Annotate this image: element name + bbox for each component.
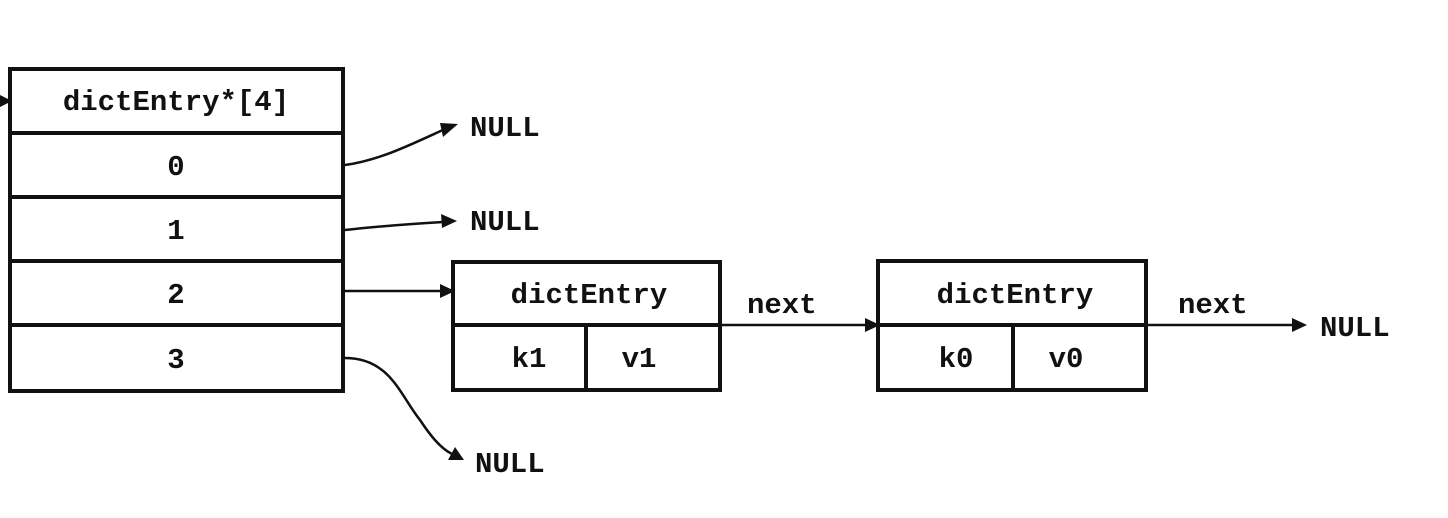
table-array: dictEntry*[4] 0 1 2 3 bbox=[8, 67, 345, 393]
next-label-entry-2: next bbox=[1178, 289, 1248, 322]
next-arrow-entry-2 bbox=[1148, 318, 1307, 332]
table-slot-3-label: 3 bbox=[167, 344, 184, 377]
table-slot-1-label: 1 bbox=[167, 215, 184, 248]
dict-entry-1: dictEntry k1 v1 bbox=[451, 260, 722, 392]
dict-entry-2-value-cell bbox=[1011, 323, 1148, 392]
incoming-pointer-arrow bbox=[0, 95, 12, 107]
slot-0-null-arrow bbox=[344, 123, 458, 167]
next-label-entry-1: next bbox=[747, 289, 817, 322]
dict-entry-1-value-cell bbox=[584, 323, 722, 392]
null-label-end: NULL bbox=[1320, 312, 1390, 345]
null-label-slot-1: NULL bbox=[470, 206, 540, 239]
table-header-label: dictEntry*[4] bbox=[63, 86, 289, 119]
dict-entry-2-value: v0 bbox=[1049, 343, 1084, 376]
table-slot-0-label: 0 bbox=[167, 151, 184, 184]
dict-entry-1-title: dictEntry bbox=[511, 279, 668, 312]
dict-entry-1-value: v1 bbox=[622, 343, 657, 376]
dict-entry-1-key-cell bbox=[451, 323, 588, 392]
slot-1-null-arrow bbox=[344, 214, 457, 232]
null-label-slot-0: NULL bbox=[470, 112, 540, 145]
table-header-cell bbox=[8, 67, 345, 135]
dict-entry-2-title: dictEntry bbox=[937, 279, 1094, 312]
slot-2-entry-arrow bbox=[345, 284, 455, 298]
table-slot-0 bbox=[8, 131, 345, 199]
slot-3-null-arrow bbox=[344, 356, 464, 460]
dict-entry-1-title-cell bbox=[451, 260, 722, 327]
table-slot-3 bbox=[8, 323, 345, 393]
next-arrow-entry-1 bbox=[722, 318, 880, 332]
table-slot-1 bbox=[8, 195, 345, 263]
dict-entry-2: dictEntry k0 v0 bbox=[876, 259, 1148, 392]
null-label-slot-3: NULL bbox=[475, 448, 545, 481]
table-slot-2 bbox=[8, 259, 345, 327]
dict-entry-2-key: k0 bbox=[939, 343, 974, 376]
dict-entry-1-key: k1 bbox=[512, 343, 547, 376]
table-slot-2-label: 2 bbox=[167, 279, 184, 312]
